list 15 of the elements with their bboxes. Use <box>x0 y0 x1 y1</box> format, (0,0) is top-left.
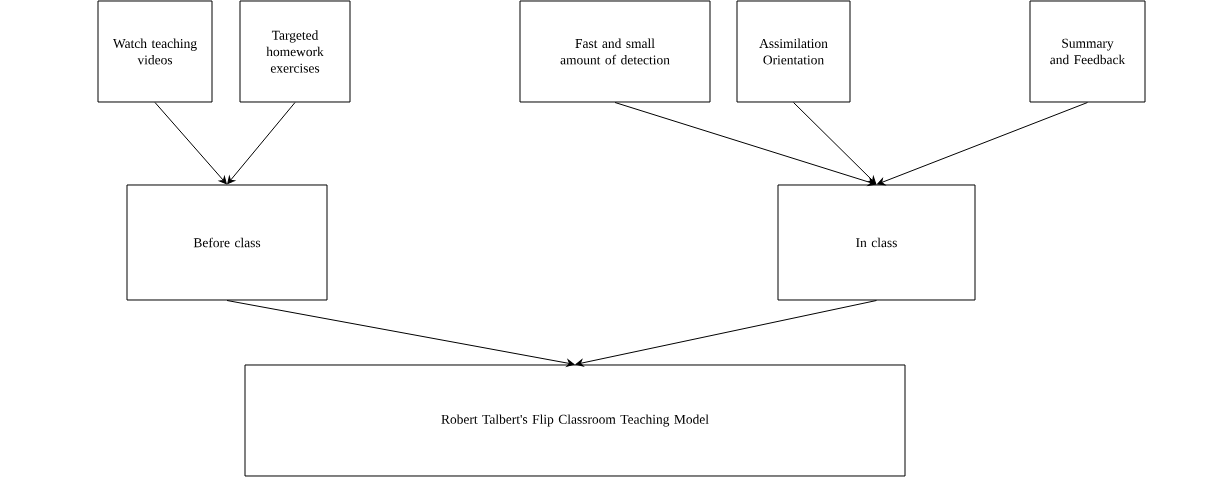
arrow <box>614 102 876 186</box>
arrow <box>226 300 575 367</box>
arrow <box>154 102 227 185</box>
arrow <box>575 300 877 367</box>
arrow <box>877 102 1088 186</box>
step-box: Targeted homework exercises <box>239 0 351 103</box>
step-box: Fast and small amount of detection <box>519 0 711 103</box>
model-box: Robert Talbert's Flip Classroom Teaching Model <box>244 364 906 477</box>
stage-box: In class <box>777 184 976 301</box>
step-box: Assimilation Orientation <box>736 0 851 103</box>
stage-box: Before class <box>126 184 328 301</box>
step-box: Watch teaching videos <box>97 0 213 103</box>
arrow <box>227 102 296 185</box>
arrow <box>793 102 877 185</box>
step-box: Summary and Feedback <box>1029 0 1146 103</box>
